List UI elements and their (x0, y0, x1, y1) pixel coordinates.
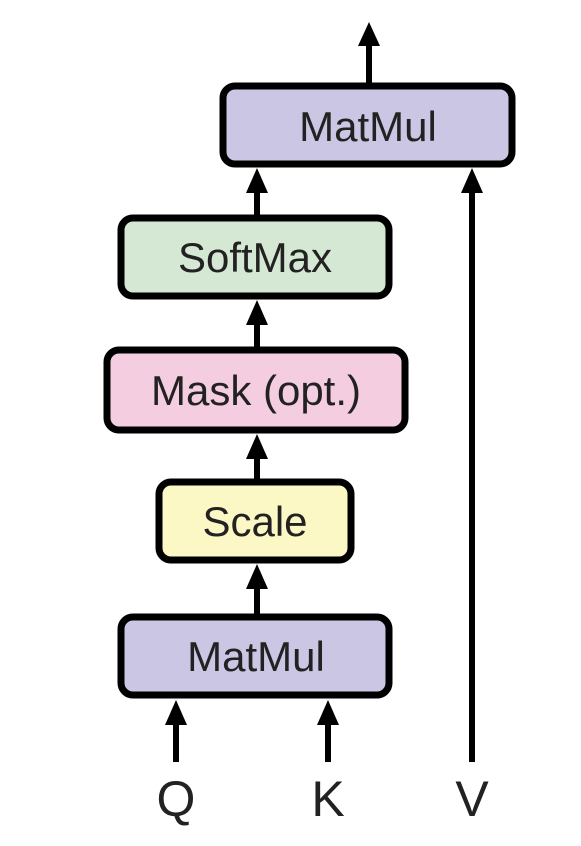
scale-box (155, 478, 355, 564)
arrow-k-to-matmul-bottom (317, 700, 339, 762)
input-q-label: Q (157, 771, 196, 827)
matmul-top-box (219, 82, 516, 168)
arrow-softmax-to-matmul-top (246, 168, 268, 218)
softmax-node: SoftMax (117, 214, 393, 300)
input-v-label: V (455, 771, 489, 827)
matmul-bottom-label: MatMul (187, 633, 325, 680)
scale-label: Scale (202, 498, 307, 545)
matmul-top-label: MatMul (299, 103, 437, 150)
softmax-label: SoftMax (178, 234, 332, 281)
matmul-bottom-box (117, 613, 393, 699)
mask-node: Mask (opt.) (103, 346, 409, 434)
mask-box (103, 346, 409, 434)
scale-node: Scale (155, 478, 355, 564)
arrow-v-to-matmul-top (461, 168, 483, 762)
mask-label: Mask (opt.) (151, 367, 361, 414)
arrow-scale-to-mask (246, 434, 268, 482)
arrow-q-to-matmul-bottom (165, 700, 187, 762)
output-arrow (358, 22, 380, 86)
softmax-box (117, 214, 393, 300)
matmul-top-node: MatMul (219, 82, 516, 168)
arrow-mask-to-softmax (246, 300, 268, 350)
arrow-matmul-bottom-to-scale (246, 564, 268, 617)
matmul-bottom-node: MatMul (117, 613, 393, 699)
input-k-label: K (311, 771, 344, 827)
